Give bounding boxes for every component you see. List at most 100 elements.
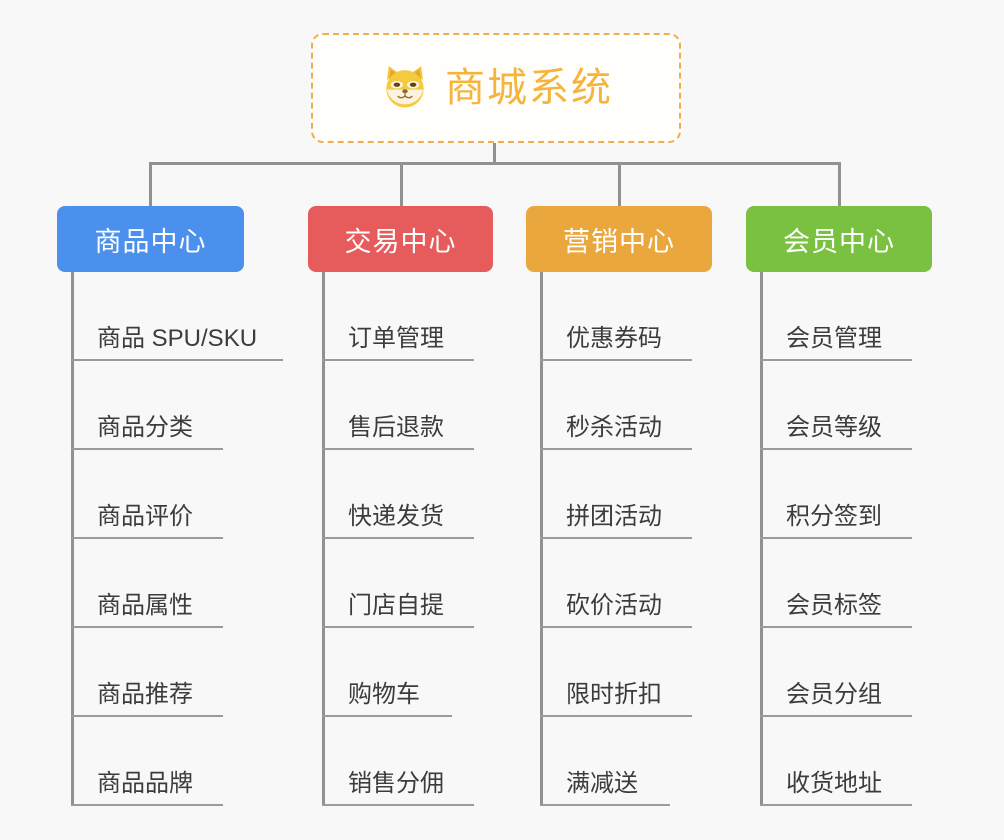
leaf-item[interactable]: 商品属性 [71, 539, 244, 628]
leaf-trunk-1 [71, 272, 74, 806]
leaf-item[interactable]: 销售分佣 [322, 717, 493, 806]
category-box-4[interactable]: 会员中心 [746, 206, 932, 272]
leaf-item-label: 商品品牌 [97, 770, 193, 797]
leaf-item[interactable]: 订单管理 [322, 272, 493, 361]
leaf-item-label: 会员分组 [786, 681, 882, 708]
leaf-item[interactable]: 会员标签 [760, 539, 932, 628]
leaf-trunk-2 [322, 272, 325, 806]
leaf-item-label: 商品分类 [97, 414, 193, 441]
leaf-item[interactable]: 积分签到 [760, 450, 932, 539]
category-column-2: 交易中心订单管理售后退款快递发货门店自提购物车销售分佣 [308, 206, 493, 806]
leaf-underline [71, 537, 223, 539]
leaf-underline [71, 359, 283, 361]
leaf-underline [322, 626, 474, 628]
leaf-item[interactable]: 秒杀活动 [540, 361, 712, 450]
leaf-item-label: 会员等级 [786, 414, 882, 441]
leaf-item[interactable]: 商品分类 [71, 361, 244, 450]
leaf-underline [71, 448, 223, 450]
leaf-item[interactable]: 优惠券码 [540, 272, 712, 361]
root-node[interactable]: 商城系统 [311, 33, 681, 143]
connector-drop-2 [400, 162, 403, 207]
leaf-underline [540, 626, 692, 628]
connector-root-stem [493, 143, 496, 164]
leaf-item[interactable]: 售后退款 [322, 361, 493, 450]
leaf-item-label: 限时折扣 [566, 681, 662, 708]
leaf-underline [760, 804, 912, 806]
leaf-item-label: 会员管理 [786, 325, 882, 352]
category-box-2[interactable]: 交易中心 [308, 206, 493, 272]
leaf-item-label: 门店自提 [348, 592, 444, 619]
root-label: 商城系统 [445, 66, 613, 110]
category-column-4: 会员中心会员管理会员等级积分签到会员标签会员分组收货地址 [746, 206, 932, 806]
leaf-underline [71, 804, 223, 806]
leaf-item[interactable]: 商品 SPU/SKU [71, 272, 283, 361]
leaf-underline [540, 448, 692, 450]
leaf-item-label: 秒杀活动 [566, 414, 662, 441]
leaf-underline [71, 626, 223, 628]
leaf-item-label: 销售分佣 [348, 770, 444, 797]
connector-drop-3 [618, 162, 621, 207]
leaf-item-label: 砍价活动 [566, 592, 662, 619]
leaf-underline [760, 359, 912, 361]
leaf-item-label: 商品评价 [97, 503, 193, 530]
leaf-trunk-3 [540, 272, 543, 806]
leaf-underline [71, 715, 223, 717]
leaf-item-label: 商品属性 [97, 592, 193, 619]
leaf-item-label: 订单管理 [348, 325, 444, 352]
leaf-underline [322, 448, 474, 450]
leaf-underline [322, 804, 474, 806]
leaf-underline [760, 626, 912, 628]
leaf-item[interactable]: 商品品牌 [71, 717, 244, 806]
leaf-underline [540, 359, 692, 361]
leaf-item[interactable]: 购物车 [322, 628, 493, 717]
shiba-dog-face-icon [379, 62, 431, 114]
leaf-item-label: 拼团活动 [566, 503, 662, 530]
leaf-list-1: 商品 SPU/SKU 商品分类商品评价商品属性商品推荐商品品牌 [71, 272, 283, 806]
leaf-underline [540, 715, 692, 717]
leaf-underline [322, 537, 474, 539]
category-label: 营销中心 [563, 226, 675, 257]
leaf-underline [540, 537, 692, 539]
connector-horizontal-bus [149, 162, 839, 165]
connector-drop-1 [149, 162, 152, 207]
leaf-item[interactable]: 商品推荐 [71, 628, 244, 717]
leaf-underline [760, 537, 912, 539]
leaf-item[interactable]: 会员等级 [760, 361, 932, 450]
leaf-item-label: 购物车 [348, 681, 420, 708]
leaf-item[interactable]: 会员管理 [760, 272, 932, 361]
leaf-item-label: 优惠券码 [566, 325, 662, 352]
leaf-item-label: 快递发货 [348, 503, 444, 530]
leaf-underline [322, 359, 474, 361]
category-box-3[interactable]: 营销中心 [526, 206, 712, 272]
leaf-item-label: 会员标签 [786, 592, 882, 619]
connector-drop-4 [838, 162, 841, 207]
leaf-item-label: 商品推荐 [97, 681, 193, 708]
leaf-item[interactable]: 满减送 [540, 717, 712, 806]
category-label: 会员中心 [783, 226, 895, 257]
category-label: 商品中心 [94, 226, 207, 257]
leaf-item-label: 收货地址 [786, 770, 882, 797]
leaf-list-2: 订单管理售后退款快递发货门店自提购物车销售分佣 [322, 272, 493, 806]
leaf-underline [540, 804, 670, 806]
leaf-item[interactable]: 快递发货 [322, 450, 493, 539]
leaf-item[interactable]: 砍价活动 [540, 539, 712, 628]
leaf-item-label: 售后退款 [348, 414, 444, 441]
leaf-item-label: 商品 SPU/SKU [97, 325, 258, 352]
leaf-item-label: 积分签到 [786, 503, 882, 530]
leaf-underline [760, 448, 912, 450]
leaf-trunk-4 [760, 272, 763, 806]
category-column-1: 商品中心商品 SPU/SKU 商品分类商品评价商品属性商品推荐商品品牌 [57, 206, 283, 806]
leaf-underline [760, 715, 912, 717]
leaf-item[interactable]: 门店自提 [322, 539, 493, 628]
leaf-underline [322, 715, 452, 717]
leaf-item[interactable]: 拼团活动 [540, 450, 712, 539]
category-box-1[interactable]: 商品中心 [57, 206, 244, 272]
leaf-item[interactable]: 收货地址 [760, 717, 932, 806]
leaf-item[interactable]: 会员分组 [760, 628, 932, 717]
category-label: 交易中心 [344, 226, 457, 257]
leaf-item[interactable]: 限时折扣 [540, 628, 712, 717]
leaf-list-3: 优惠券码秒杀活动拼团活动砍价活动限时折扣满减送 [540, 272, 712, 806]
leaf-item[interactable]: 商品评价 [71, 450, 244, 539]
leaf-list-4: 会员管理会员等级积分签到会员标签会员分组收货地址 [760, 272, 932, 806]
